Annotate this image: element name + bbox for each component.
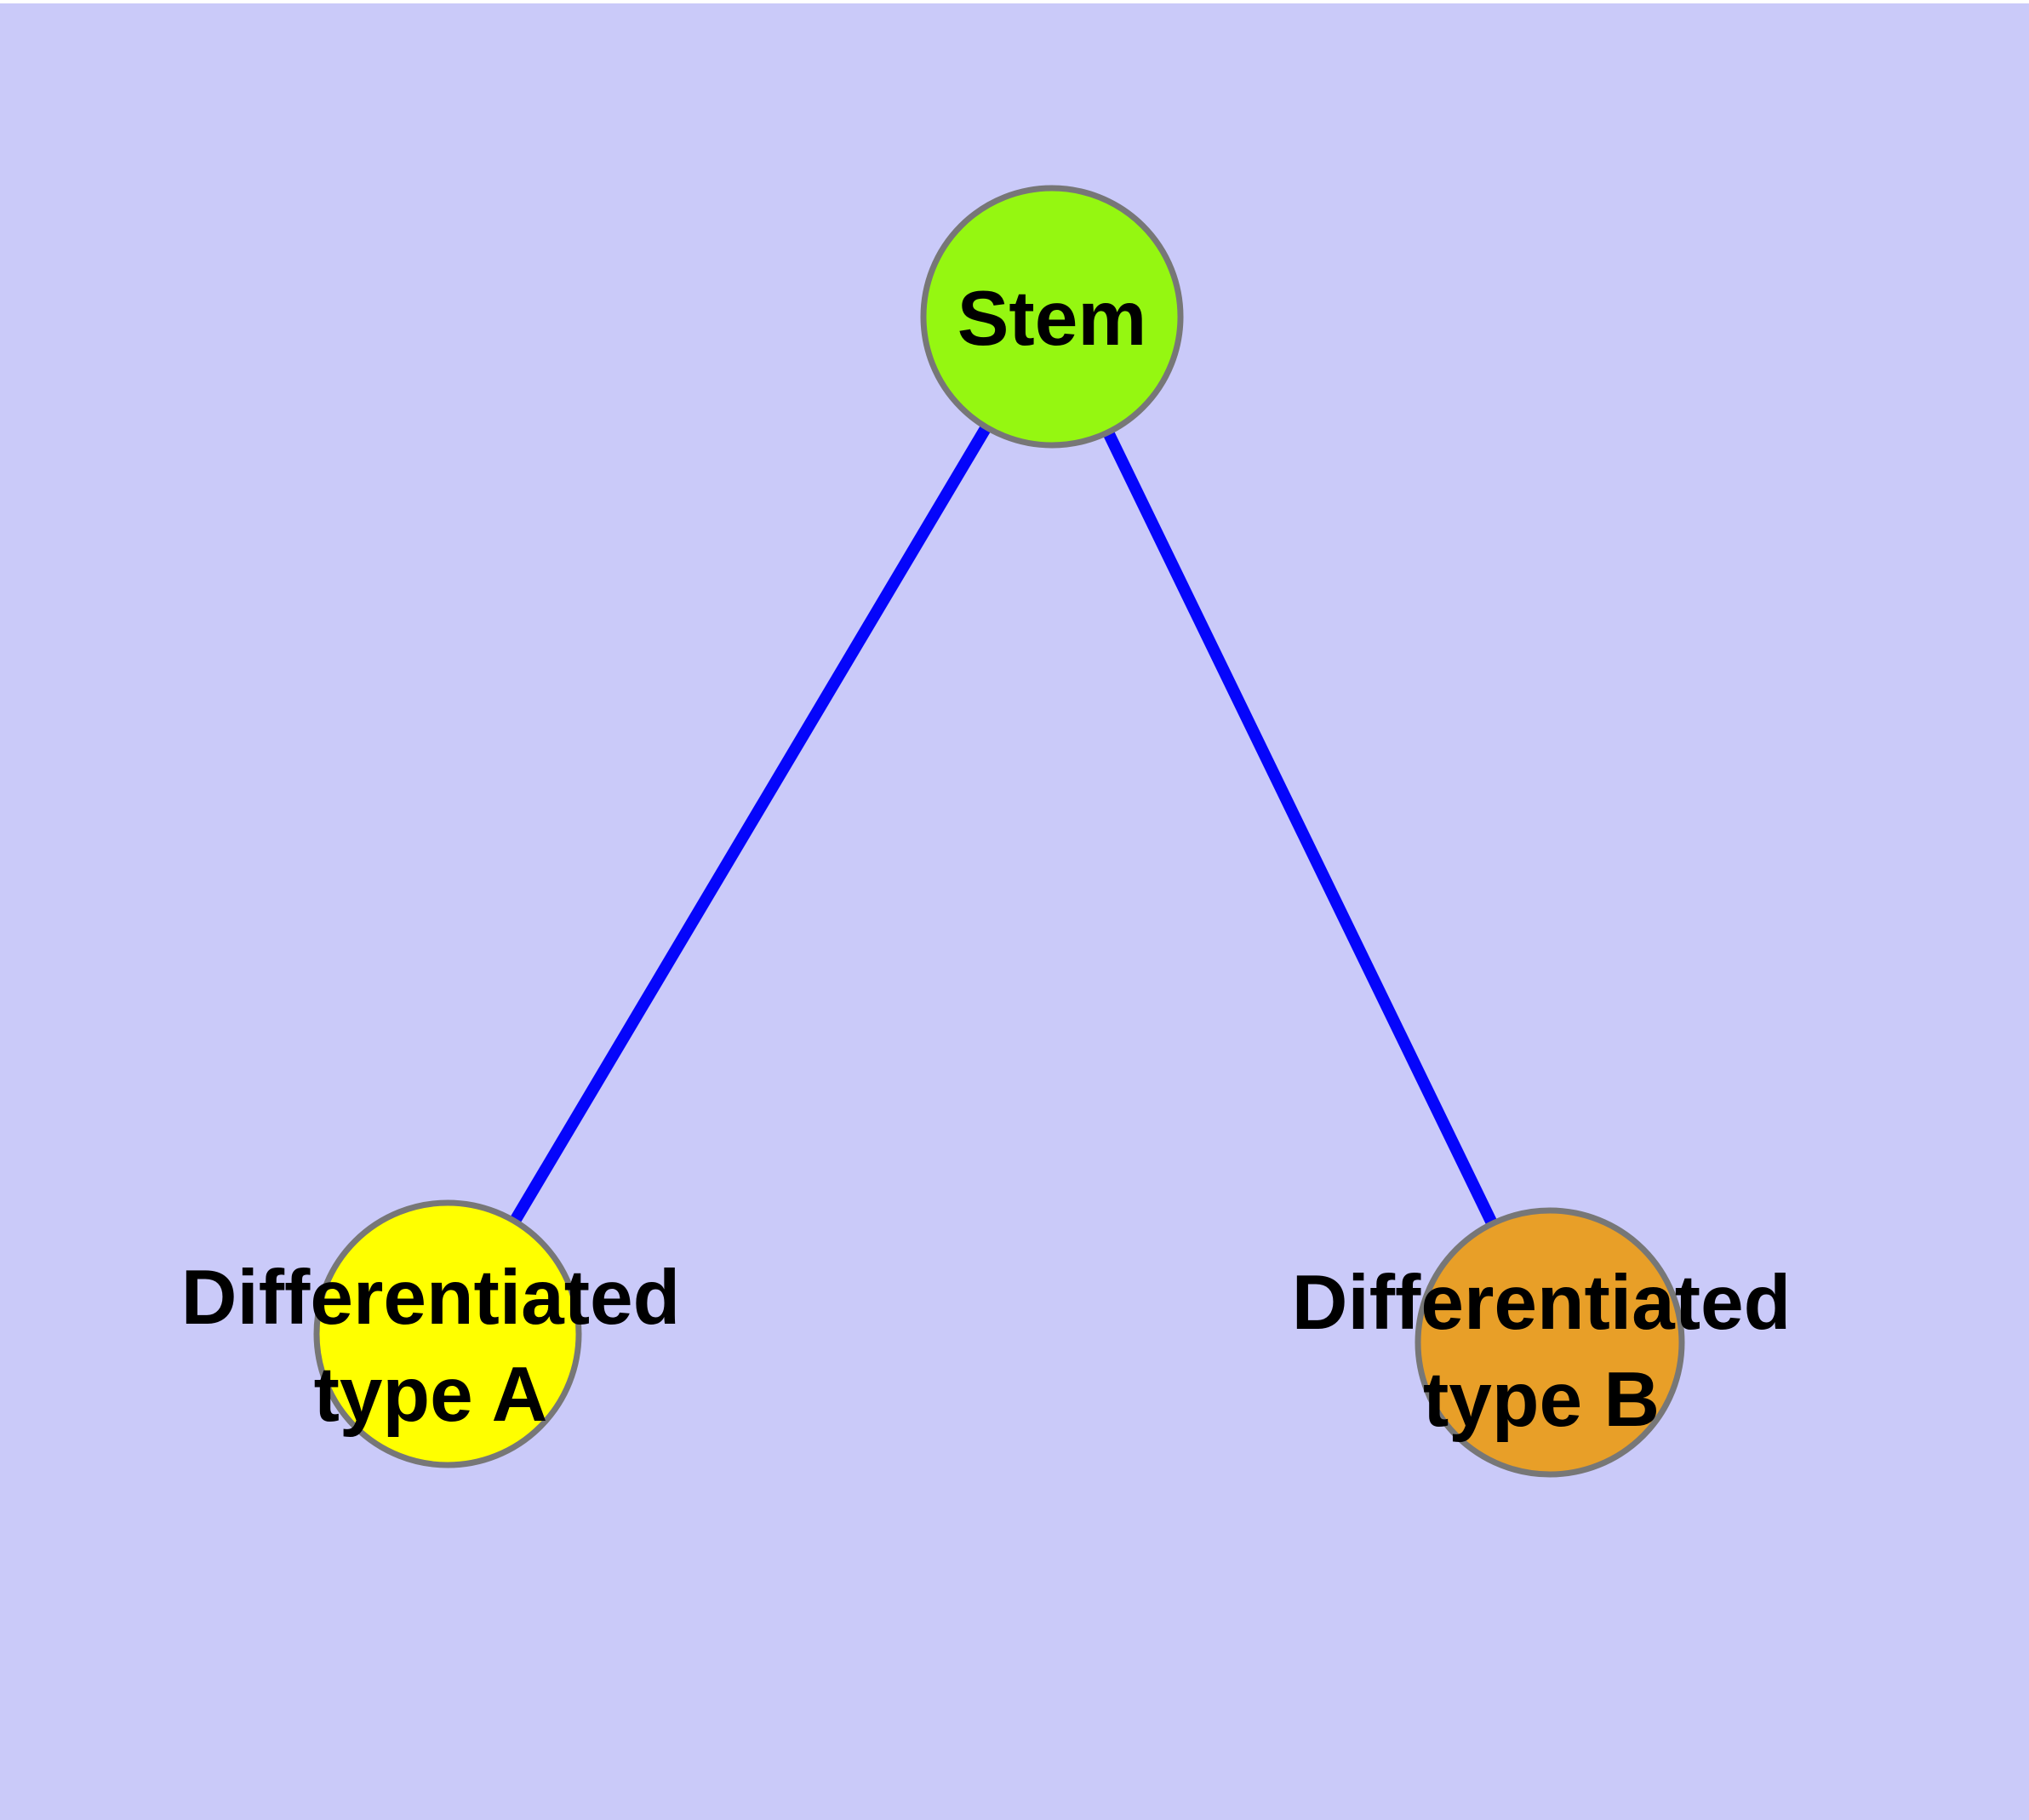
node-stem-circle — [920, 185, 1184, 449]
node-type-a-label-line-1: type A — [314, 1352, 548, 1438]
node-type-a-circle — [313, 1199, 582, 1468]
node-stem-label-line-0: Stem — [957, 276, 1147, 362]
top-white-border — [0, 0, 2029, 3]
node-type-a-label-line-0: Differentiated — [181, 1255, 681, 1341]
node-type-b-label: Differentiated type B — [1292, 1260, 1792, 1443]
edge-stem-type-b — [1046, 313, 1556, 1346]
node-type-a-label: Differentiated type A — [181, 1255, 681, 1438]
node-type-b-label-line-1: type B — [1423, 1357, 1660, 1443]
node-type-b-label-line-0: Differentiated — [1292, 1260, 1792, 1346]
node-stem-label: Stem — [957, 276, 1147, 362]
edge-stem-type-a — [442, 313, 1058, 1337]
node-type-b-circle — [1415, 1207, 1685, 1478]
